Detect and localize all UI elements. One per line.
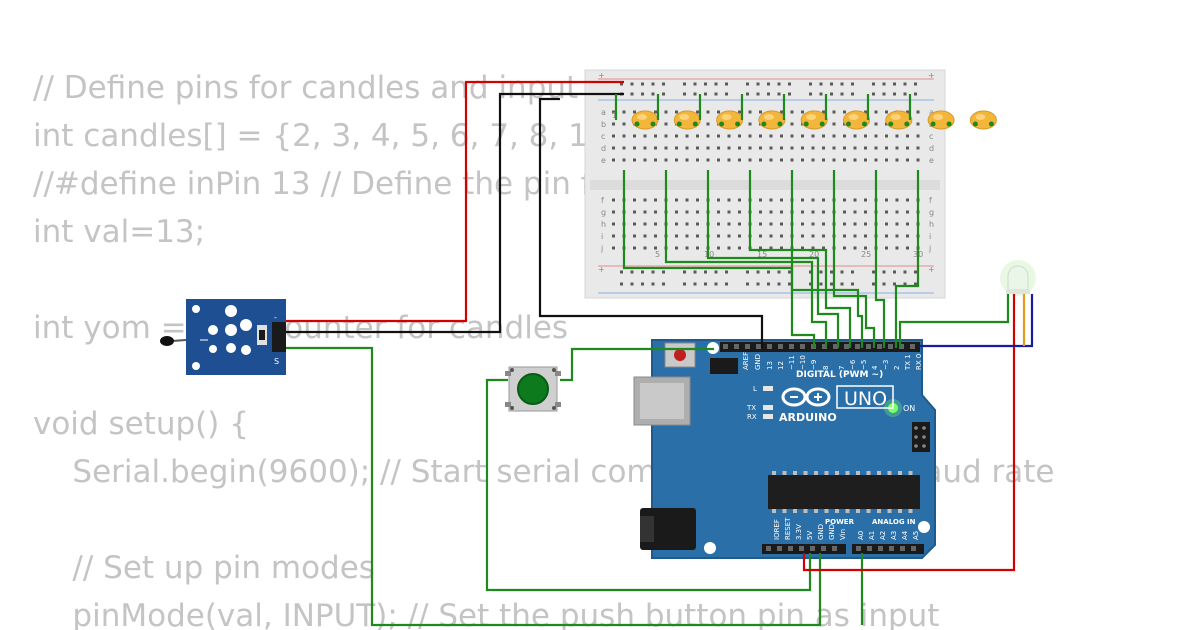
analog-pin-label: A1 [868,531,876,540]
led[interactable] [969,110,997,130]
code-line-6: void setup() { [33,406,249,442]
bb-row-letter: f [929,196,932,205]
arduino-logo [781,387,831,407]
bb-row-letter: b [601,120,606,129]
top-pin-label: GND [754,354,762,370]
microcontroller-chip [768,475,920,509]
bb-row-letter: c [601,132,605,141]
top-pin-label: ~5 [860,360,868,370]
power-pin-label: RESET [784,517,792,540]
top-pin-label: ~3 [882,360,890,370]
power-pin-label: GND [828,524,836,540]
led[interactable] [927,110,955,130]
power-pin-label: Vin [839,529,847,540]
bb-row-letter: g [929,208,934,217]
bb-row-letter: d [929,144,934,153]
led[interactable] [843,110,870,130]
temperature-sensor-module[interactable]: - S [160,299,286,375]
rail-plus-label-bottom-right: + [928,265,935,274]
l-led-label: L [753,385,757,393]
breadboard[interactable]: + + + + aabbccddeeffgghhiijj 1 5 10 15 2… [584,69,946,299]
rail-plus-label-top: + [598,71,605,80]
code-line-1: // Define pins for candles and input [33,70,579,106]
top-pin-label: 7 [838,366,846,370]
digital-header [720,342,920,352]
top-pin-label: ~10 [799,355,807,370]
bb-row-letter: e [601,156,606,165]
bb-col-1-top: 1 [612,111,617,120]
analog-pin-label: A4 [901,530,909,540]
top-pin-label: 4 [871,365,879,370]
led[interactable] [800,110,828,130]
bb-col-20: 20 [809,250,819,259]
wiring [286,80,1034,627]
sensor-minus-label: - [274,313,277,322]
bb-col-5: 5 [655,250,660,259]
bb-col-15: 15 [757,250,767,259]
led-row[interactable] [631,110,997,130]
analog-header-label: ANALOG IN [872,518,916,526]
analog-pin-label: A0 [857,531,865,540]
code-line-7: Serial.begin(9600); // Start serial comm… [33,454,1055,490]
code-line-4: int val=13; [33,214,206,250]
tx-led-label: TX [746,404,756,412]
led[interactable] [631,110,659,130]
top-pin-label: RX 0 [915,354,923,370]
top-pin-label: 2 [893,366,901,370]
bb-row-letter: i [929,232,931,241]
rx-led-label: RX [747,413,757,421]
digital-header-label: DIGITAL (PWM ~) [796,370,883,380]
top-pin-label: ~11 [788,355,796,370]
power-header-label: POWER [825,518,855,526]
top-pin-label: 8 [822,366,830,370]
top-pin-label: ~9 [810,360,818,370]
bb-row-letter: d [601,144,606,153]
top-pin-label: TX 1 [904,354,912,371]
top-pin-label: 13 [766,361,774,370]
led[interactable] [758,110,786,130]
analog-pin-label: A2 [879,531,887,540]
bb-row-letter: c [929,132,933,141]
analog-pin-label: A3 [890,531,898,540]
bb-col-25: 25 [861,250,871,259]
top-pin-label: ~6 [849,359,857,370]
push-button[interactable] [505,366,561,412]
power-pin-label: IOREF [773,519,781,540]
bb-row-letter: f [601,196,604,205]
code-line-2: int candles[] = {2, 3, 4, 5, 6, 7, 8, 12… [33,118,638,154]
code-line-8: // Set up pin modes [33,550,375,586]
power-pin-label: GND [817,524,825,540]
sensor-signal-label: S [274,357,279,366]
bb-row-letter: a [601,108,606,117]
analog-pin-label: A5 [912,531,920,540]
model-label: UNO [844,388,887,410]
led[interactable] [885,110,913,130]
bb-row-letter: g [601,208,606,217]
top-pin-label: 12 [777,361,785,370]
bb-row-letter: h [601,220,606,229]
top-pin-label: AREF [742,352,750,370]
rail-plus-label-top-right: + [928,71,935,80]
bb-row-letter: a [929,108,934,117]
rail-plus-label-bottom: + [598,265,605,274]
bb-row-letter: e [929,156,934,165]
power-pin-label: 5V [806,531,814,540]
bb-row-letter: h [929,220,934,229]
thermistor-icon [160,336,174,346]
brand-label: ARDUINO [779,411,837,424]
bb-row-letter: j [600,244,603,253]
analog-header [852,544,924,554]
power-pin-label: 3.3V [795,524,803,540]
bb-row-letter: j [928,244,931,253]
bb-row-letter: i [601,232,603,241]
led[interactable] [716,110,744,130]
led[interactable] [673,110,701,130]
rgb-led[interactable] [1000,260,1036,296]
on-label: ON [903,404,915,413]
